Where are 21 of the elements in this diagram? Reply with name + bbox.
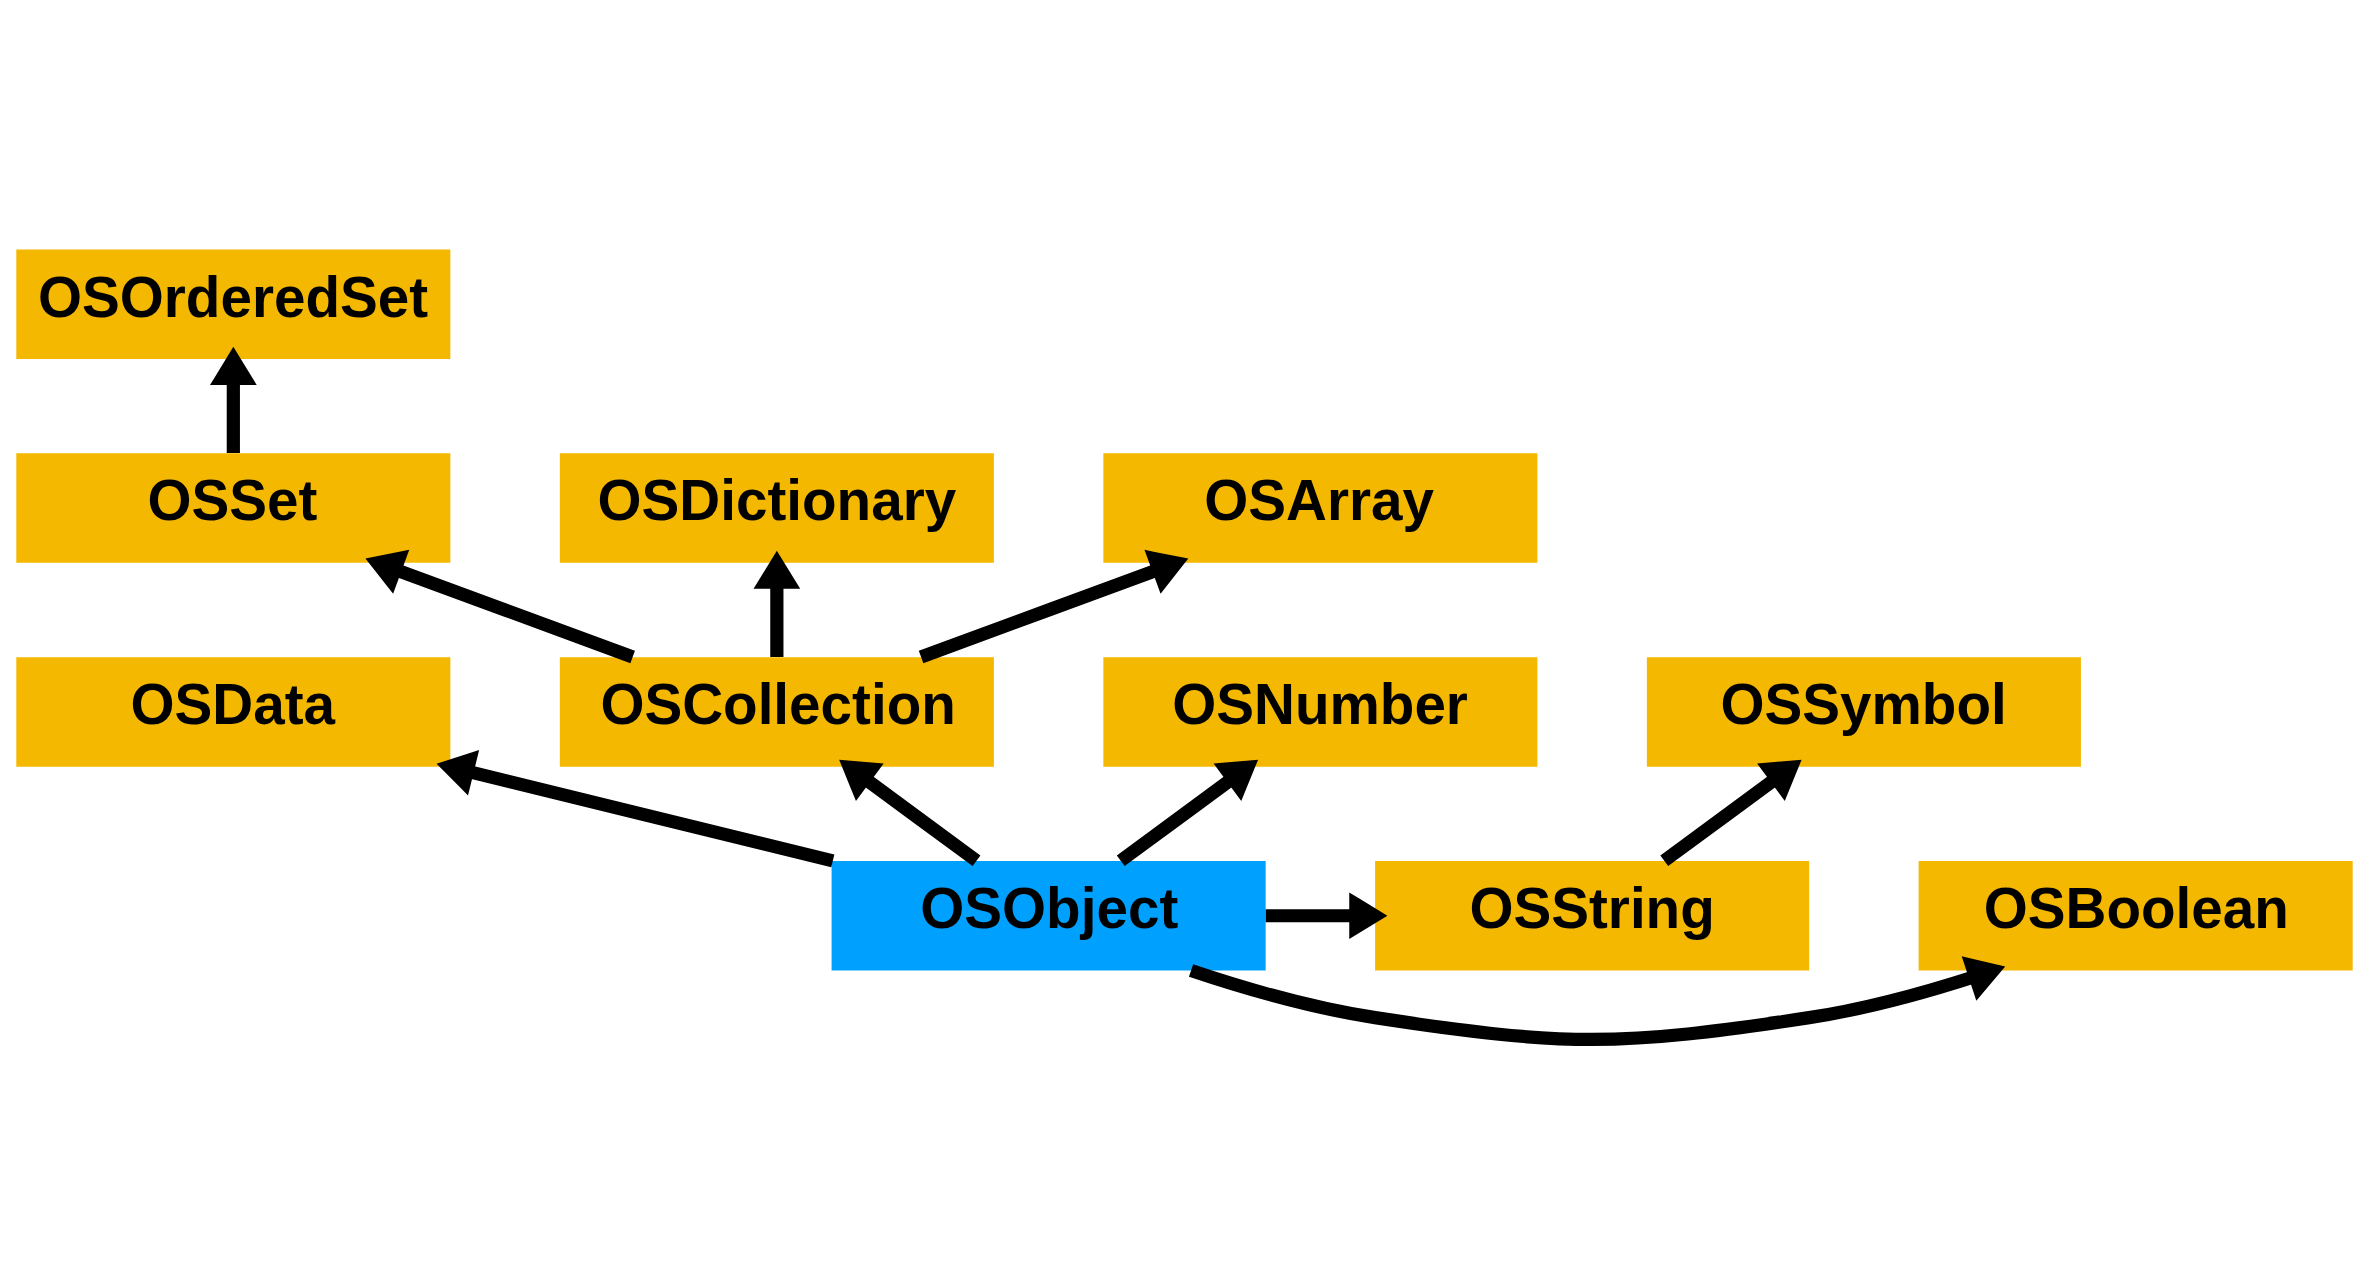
- node-box: OSObject: [831, 860, 1266, 970]
- arrow: [839, 759, 981, 866]
- node-box: OSSymbol: [1646, 656, 2081, 767]
- arrow: [918, 549, 1189, 663]
- arrow: [1660, 759, 1802, 866]
- node-box: OSData: [16, 656, 451, 767]
- arrow: [1189, 955, 2006, 1046]
- node-box: OSString: [1375, 860, 1810, 970]
- arrow: [753, 550, 801, 657]
- arrow: [436, 749, 835, 867]
- node-box: OSDictionary: [559, 452, 994, 563]
- arrow: [1265, 891, 1388, 939]
- node-box: OSSet: [16, 452, 451, 563]
- arrow: [210, 346, 257, 453]
- arrow: [1116, 759, 1259, 866]
- node-box: OSArray: [1103, 452, 1538, 563]
- node-box: OSBoolean: [1918, 860, 2353, 970]
- node-box: OSNumber: [1103, 656, 1538, 767]
- node-box: OSOrderedSet: [16, 249, 451, 359]
- arrow: [365, 549, 635, 663]
- node-box: OSCollection: [559, 656, 994, 767]
